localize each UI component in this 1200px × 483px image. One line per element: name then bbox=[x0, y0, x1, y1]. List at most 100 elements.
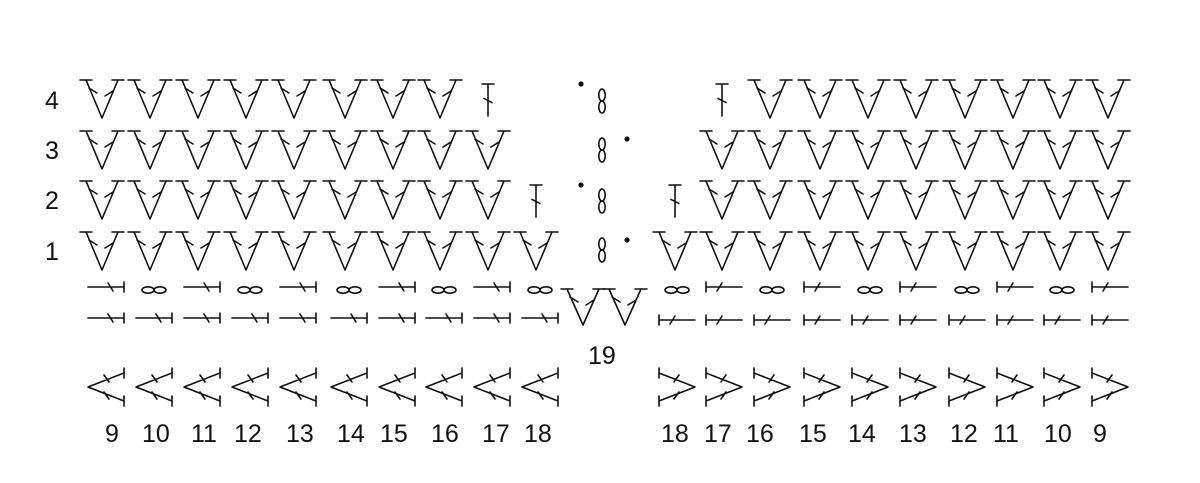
row4-left-v-3 bbox=[223, 79, 269, 119]
foundation-lower-left-hdc-1 bbox=[135, 312, 173, 324]
foundation-upper-right-chain-6-a bbox=[954, 285, 968, 294]
row2-right-v-2 bbox=[747, 180, 793, 220]
row3-right-v-2 bbox=[797, 130, 843, 170]
side-right-decrease-2 bbox=[753, 367, 791, 407]
row3-left-v-8 bbox=[465, 130, 511, 170]
foundation-lower-left-hdc-8 bbox=[473, 312, 511, 324]
side-left-decrease-1 bbox=[135, 367, 173, 407]
row2-left-v-5 bbox=[322, 180, 368, 220]
stitch-symbols bbox=[79, 79, 1131, 407]
row1-right-v-8 bbox=[1037, 231, 1083, 271]
row1-right-v-6 bbox=[942, 231, 988, 271]
row3-right-v-3 bbox=[845, 130, 891, 170]
foundation-lower-left-hdc-9 bbox=[521, 312, 559, 324]
foundation-upper-left-chain-1-b bbox=[153, 285, 167, 294]
row1-left-v-7 bbox=[417, 231, 463, 271]
row1-left-v-3 bbox=[223, 231, 269, 271]
side-left-decrease-5 bbox=[330, 367, 368, 407]
row2-right-t-0 bbox=[668, 184, 682, 218]
row2-right-v-9 bbox=[1085, 180, 1131, 220]
row3-right-v-5 bbox=[942, 130, 988, 170]
row3-left-v-3 bbox=[223, 130, 269, 170]
foundation-upper-left-chain-1-a bbox=[141, 285, 155, 294]
center-fan-v-0 bbox=[560, 288, 606, 326]
row3-right-v-6 bbox=[990, 130, 1036, 170]
row4-right-t-0 bbox=[715, 83, 729, 117]
row2-left-v-1 bbox=[127, 180, 173, 220]
side-right-decrease-1 bbox=[705, 367, 743, 407]
row1-left-v-9 bbox=[513, 231, 559, 271]
row4-left-v-2 bbox=[175, 79, 221, 119]
foundation-upper-right-hdc-7 bbox=[996, 281, 1034, 293]
row4-right-v-7 bbox=[1037, 79, 1083, 119]
row4-right-v-1 bbox=[747, 79, 793, 119]
foundation-upper-left-chain-3-b bbox=[249, 285, 263, 294]
row3-right-v-0 bbox=[699, 130, 745, 170]
row2-right-v-1 bbox=[699, 180, 745, 220]
foundation-upper-right-hdc-1 bbox=[705, 281, 743, 293]
foundation-upper-right-chain-8-b bbox=[1061, 285, 1075, 294]
foundation-lower-left-hdc-5 bbox=[330, 312, 368, 324]
side-right-decrease-6 bbox=[948, 367, 986, 407]
side-left-decrease-0 bbox=[87, 367, 125, 407]
row1-right-v-5 bbox=[893, 231, 939, 271]
side-right-decrease-5 bbox=[899, 367, 937, 407]
row1-left-v-6 bbox=[370, 231, 416, 271]
left-number-18: 18 bbox=[524, 420, 552, 448]
foundation-lower-right-hdc-5 bbox=[899, 314, 937, 326]
row1-right-v-2 bbox=[747, 231, 793, 271]
side-left-decrease-8 bbox=[473, 367, 511, 407]
side-left-decrease-6 bbox=[378, 367, 416, 407]
right-number-18: 18 bbox=[661, 420, 689, 448]
left-number-13: 13 bbox=[286, 420, 314, 448]
foundation-upper-left-chain-7-b bbox=[443, 285, 457, 294]
foundation-upper-left-hdc-2 bbox=[183, 281, 221, 293]
foundation-upper-left-hdc-8 bbox=[473, 281, 511, 293]
right-number-16: 16 bbox=[746, 420, 774, 448]
row2-left-v-3 bbox=[223, 180, 269, 220]
foundation-lower-left-hdc-7 bbox=[425, 312, 463, 324]
foundation-upper-right-chain-2-b bbox=[771, 285, 785, 294]
left-number-14: 14 bbox=[337, 420, 365, 448]
foundation-upper-right-chain-4-b bbox=[869, 285, 883, 294]
row4-left-v-1 bbox=[127, 79, 173, 119]
foundation-lower-right-hdc-7 bbox=[996, 314, 1034, 326]
foundation-lower-right-hdc-9 bbox=[1091, 314, 1129, 326]
row2-left-v-4 bbox=[271, 180, 317, 220]
foundation-lower-left-hdc-4 bbox=[279, 312, 317, 324]
row2-right-v-3 bbox=[797, 180, 843, 220]
row3-left-v-1 bbox=[127, 130, 173, 170]
slip-dot-row3 bbox=[624, 136, 630, 142]
foundation-lower-right-hdc-4 bbox=[851, 314, 889, 326]
row2-left-v-6 bbox=[370, 180, 416, 220]
right-number-15: 15 bbox=[799, 420, 827, 448]
center-fan-v-1 bbox=[602, 288, 648, 326]
row2-right-v-4 bbox=[845, 180, 891, 220]
foundation-upper-right-chain-8-a bbox=[1049, 285, 1063, 294]
foundation-upper-left-chain-9-b bbox=[539, 285, 553, 294]
foundation-lower-right-hdc-3 bbox=[803, 314, 841, 326]
center-chain-row3-b bbox=[597, 149, 606, 163]
side-left-decrease-3 bbox=[231, 367, 269, 407]
foundation-upper-left-chain-9-a bbox=[527, 285, 541, 294]
foundation-upper-left-chain-7-a bbox=[431, 285, 445, 294]
side-right-decrease-0 bbox=[658, 367, 696, 407]
side-right-decrease-4 bbox=[851, 367, 889, 407]
foundation-upper-right-hdc-3 bbox=[803, 281, 841, 293]
row4-right-v-5 bbox=[942, 79, 988, 119]
foundation-upper-right-hdc-9 bbox=[1091, 281, 1129, 293]
foundation-upper-left-chain-5-a bbox=[336, 285, 350, 294]
foundation-upper-left-chain-5-b bbox=[348, 285, 362, 294]
row4-right-v-3 bbox=[845, 79, 891, 119]
foundation-upper-right-chain-4-a bbox=[857, 285, 871, 294]
row3-right-v-1 bbox=[747, 130, 793, 170]
row-number-3: 3 bbox=[45, 137, 59, 165]
row1-right-v-1 bbox=[699, 231, 745, 271]
row1-right-v-0 bbox=[652, 231, 698, 271]
right-number-9: 9 bbox=[1093, 420, 1107, 448]
side-right-decrease-3 bbox=[803, 367, 841, 407]
slip-dot-row2 bbox=[578, 182, 584, 188]
row4-right-v-8 bbox=[1085, 79, 1131, 119]
foundation-lower-left-hdc-2 bbox=[183, 312, 221, 324]
left-number-12: 12 bbox=[234, 420, 262, 448]
